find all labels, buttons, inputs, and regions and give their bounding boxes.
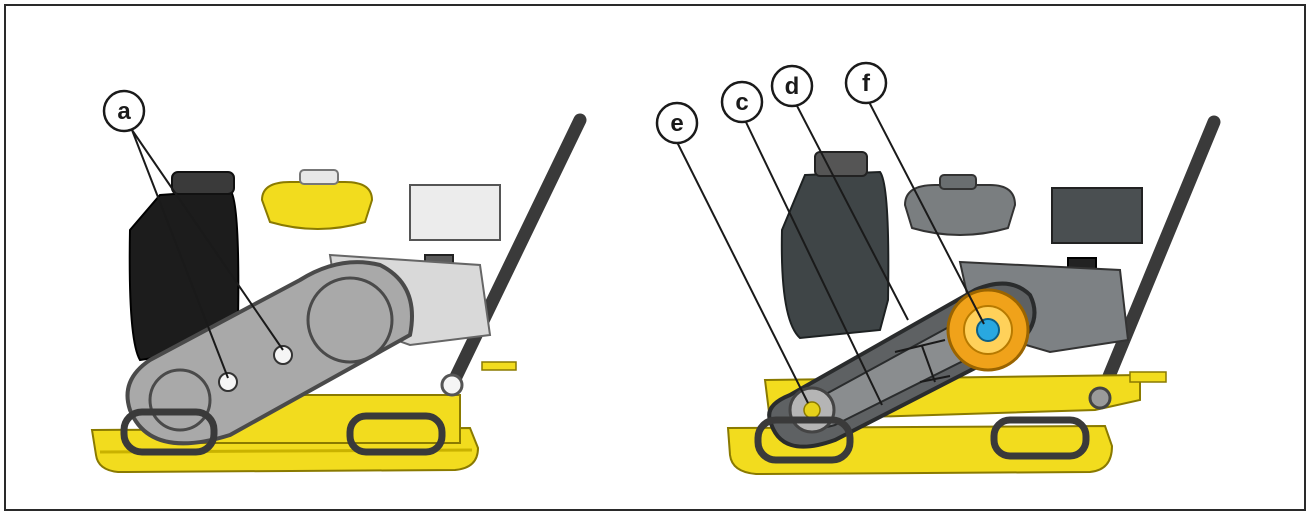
callout-c-label: c xyxy=(735,89,748,116)
callout-d: d xyxy=(770,64,814,108)
callout-c: c xyxy=(720,80,764,124)
callout-d-label: d xyxy=(785,73,800,100)
left-belt-guard xyxy=(125,260,414,446)
right-fuel-tank xyxy=(780,170,890,340)
right-compactor xyxy=(726,115,1221,476)
left-tank-cap xyxy=(171,171,235,195)
right-lift-handle-front xyxy=(754,416,854,464)
left-compactor xyxy=(90,113,587,474)
leader-d xyxy=(794,101,909,321)
left-lift-handle-rear xyxy=(346,412,446,456)
callout-a: a xyxy=(102,89,146,133)
callout-a-label: a xyxy=(117,98,131,125)
right-handle-bar xyxy=(1093,115,1221,405)
left-guard-screw-2 xyxy=(273,345,293,365)
leader-f xyxy=(867,99,985,325)
leader-a-2 xyxy=(131,129,284,351)
left-guard-screw-1 xyxy=(218,372,238,392)
right-clutch-bolt xyxy=(976,318,1000,342)
right-air-filter xyxy=(903,184,1017,236)
right-muffler xyxy=(1051,187,1143,244)
right-lift-handle-rear xyxy=(990,416,1090,460)
left-handle-bar xyxy=(445,113,587,392)
leader-a-1 xyxy=(131,129,229,379)
leader-e xyxy=(675,139,809,404)
right-tank-cap xyxy=(814,151,868,177)
leader-lines xyxy=(131,99,985,406)
callout-f: f xyxy=(844,61,888,105)
left-muffler xyxy=(409,184,501,241)
left-air-filter xyxy=(260,181,374,230)
callout-e-label: e xyxy=(670,110,683,137)
callout-e: e xyxy=(655,101,699,145)
callout-f-label: f xyxy=(862,70,871,97)
left-lift-handle-front xyxy=(120,408,218,456)
leader-c xyxy=(743,117,883,406)
